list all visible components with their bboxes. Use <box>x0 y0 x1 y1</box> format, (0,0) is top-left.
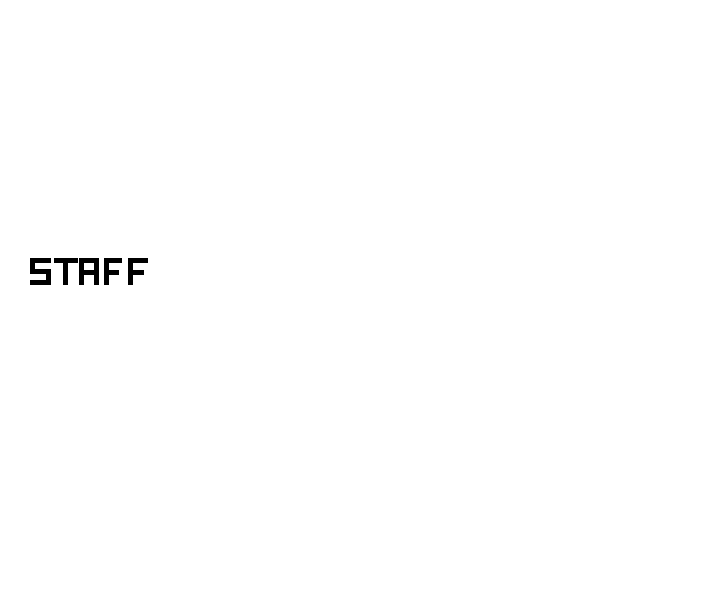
staff-pixel-wordmark <box>30 258 148 285</box>
staff-heading: STAFF <box>30 258 150 286</box>
staff-heading-text: STAFF <box>30 286 31 287</box>
